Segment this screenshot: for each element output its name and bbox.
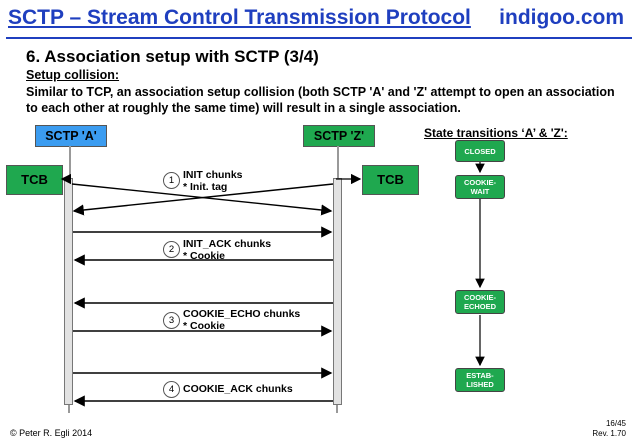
state-closed-label: CLOSED bbox=[464, 146, 496, 156]
step-1-number: 1 bbox=[163, 172, 180, 189]
state-closed: CLOSED bbox=[455, 140, 505, 162]
arrow-init-z-to-a bbox=[72, 183, 334, 216]
state-transitions-heading: State transitions ‘A’ & 'Z': bbox=[424, 126, 568, 140]
endpoint-z: SCTP 'Z' bbox=[303, 125, 375, 147]
step-1-detail: * Init. tag bbox=[183, 181, 228, 193]
step-4-number: 4 bbox=[163, 381, 180, 398]
step-2-detail: * Cookie bbox=[183, 250, 226, 262]
step-3-label: COOKIE_ECHO chunks bbox=[183, 308, 301, 320]
state-established-line1: ESTAB- bbox=[466, 371, 494, 380]
header-site[interactable]: indigoo.com bbox=[499, 6, 624, 29]
state-cookie-echoed-line1: COOKIE- bbox=[463, 293, 497, 302]
description: Similar to TCP, an association setup col… bbox=[26, 85, 615, 115]
endpoint-a: SCTP 'A' bbox=[35, 125, 107, 147]
step-4-label: COOKIE_ACK chunks bbox=[183, 383, 293, 395]
step-1-label: INIT chunks bbox=[183, 169, 243, 181]
state-cookie-echoed-line2: ECHOED bbox=[463, 302, 497, 311]
tcb-left: TCB bbox=[6, 165, 63, 195]
lifeline-tail-a bbox=[68, 405, 70, 413]
footer-copyright: © Peter R. Egli 2014 bbox=[10, 428, 93, 438]
header-title: SCTP – Stream Control Transmission Proto… bbox=[8, 6, 471, 29]
lifeline-stem-z bbox=[337, 146, 339, 178]
footer-page-number: 16/45 bbox=[605, 419, 626, 428]
lifeline-tail-z bbox=[336, 405, 338, 413]
header-divider bbox=[6, 37, 632, 39]
subheading: Setup collision: bbox=[26, 68, 120, 82]
footer-revision: Rev. 1.70 bbox=[592, 429, 626, 438]
step-2-label: INIT_ACK chunks bbox=[183, 238, 272, 250]
step-3-number: 3 bbox=[163, 312, 180, 329]
slide-title: 6. Association setup with SCTP (3/4) bbox=[26, 47, 319, 66]
lifeline-stem-a bbox=[69, 146, 71, 178]
state-cookie-echoed: COOKIE- ECHOED bbox=[455, 290, 505, 314]
step-3-detail: * Cookie bbox=[183, 320, 226, 332]
state-cookie-wait: COOKIE- WAIT bbox=[455, 175, 505, 199]
state-cookie-wait-line1: COOKIE- bbox=[463, 178, 497, 187]
state-cookie-wait-line2: WAIT bbox=[470, 187, 490, 196]
state-established-line2: LISHED bbox=[466, 380, 494, 389]
tcb-right: TCB bbox=[362, 165, 419, 195]
state-established: ESTAB- LISHED bbox=[455, 368, 505, 392]
step-2-number: 2 bbox=[163, 241, 180, 258]
